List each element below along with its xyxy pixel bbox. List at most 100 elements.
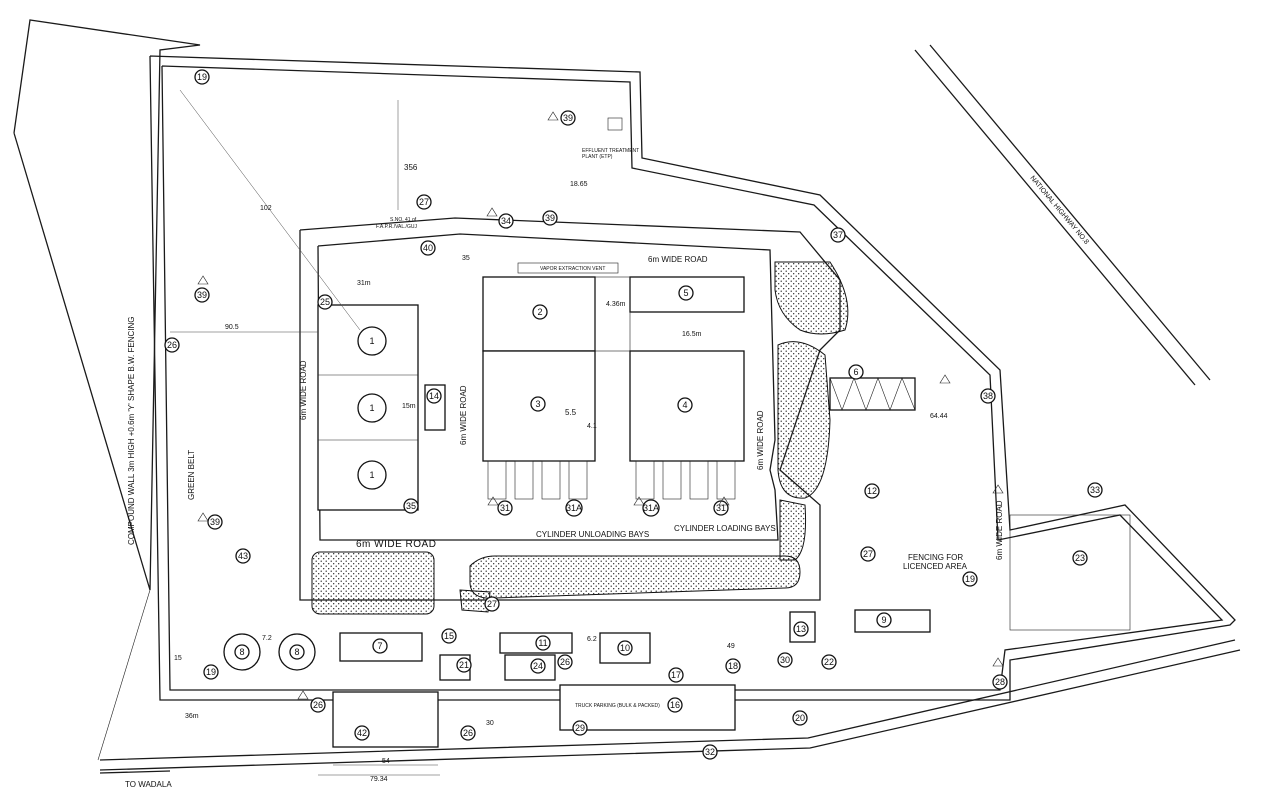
callout-26c: 26 xyxy=(460,725,476,741)
label-survey2: F.A.P.R./VAL./GUJ xyxy=(376,224,417,230)
building-7 xyxy=(339,632,423,662)
vapor-vent xyxy=(517,262,619,274)
callout-39d: 39 xyxy=(542,210,558,226)
hatch-area-south-west xyxy=(311,551,435,615)
svg-text:4: 4 xyxy=(682,400,687,410)
callout-2: 2 xyxy=(532,304,548,320)
callout-9: 9 xyxy=(876,612,892,628)
callout-31d: 31 xyxy=(713,500,729,516)
svg-text:39: 39 xyxy=(545,213,555,223)
svg-text:34: 34 xyxy=(501,216,511,226)
callout-23: 23 xyxy=(1072,550,1088,566)
callout-10: 10 xyxy=(617,640,633,656)
callout-25: 25 xyxy=(317,294,333,310)
svg-text:20: 20 xyxy=(795,713,805,723)
callout-16: 16 xyxy=(667,697,683,713)
callout-17: 17 xyxy=(668,667,684,683)
callout-34: 34 xyxy=(498,213,514,229)
label-green-belt: GREEN BELT xyxy=(187,450,196,500)
dim-49: 49 xyxy=(727,643,735,650)
callout-19c: 19 xyxy=(962,571,978,587)
svg-text:26: 26 xyxy=(167,340,177,350)
label-road-west: 6m WIDE ROAD xyxy=(299,360,308,420)
svg-text:26: 26 xyxy=(313,700,323,710)
dim-15: 15 xyxy=(174,655,182,662)
dim-4-1: 4.1 xyxy=(587,423,597,430)
building-24 xyxy=(504,654,556,681)
dim-54: 54 xyxy=(382,758,390,765)
label-unloading-bays: CYLINDER UNLOADING BAYS xyxy=(536,530,649,539)
callout-11: 11 xyxy=(535,635,551,651)
svg-text:11: 11 xyxy=(538,638,547,648)
svg-text:35: 35 xyxy=(406,501,416,511)
gantry-6 xyxy=(829,377,916,411)
svg-text:13: 13 xyxy=(796,624,806,634)
callout-21: 21 xyxy=(456,657,472,673)
svg-text:23: 23 xyxy=(1075,553,1085,563)
svg-text:8: 8 xyxy=(239,647,244,657)
svg-text:27: 27 xyxy=(419,197,429,207)
warning-triangle-icons xyxy=(197,111,1004,700)
callout-8b: 8 xyxy=(289,644,305,660)
svg-text:19: 19 xyxy=(965,574,975,584)
svg-text:15: 15 xyxy=(444,631,454,641)
callout-13: 13 xyxy=(793,621,809,637)
svg-text:37: 37 xyxy=(833,230,843,240)
callout-32: 32 xyxy=(702,744,718,760)
callout-28: 28 xyxy=(992,674,1008,690)
svg-text:26: 26 xyxy=(463,728,473,738)
svg-text:17: 17 xyxy=(671,670,681,680)
svg-text:19: 19 xyxy=(197,72,207,82)
dim-35: 35 xyxy=(462,255,470,262)
truck-parking xyxy=(559,684,736,731)
dim-16-5m: 16.5m xyxy=(682,331,702,338)
label-road-north: 6m WIDE ROAD xyxy=(648,255,708,264)
callout-26b: 26 xyxy=(310,697,326,713)
svg-text:31: 31 xyxy=(500,503,510,513)
label-to-wadala: TO WADALA xyxy=(125,780,172,789)
highway-edge-a xyxy=(914,49,1196,386)
callout-31a: 31 xyxy=(497,500,513,516)
label-loading-bays: CYLINDER LOADING BAYS xyxy=(674,524,776,533)
callout-37: 37 xyxy=(830,227,846,243)
svg-text:39: 39 xyxy=(210,517,220,527)
svg-text:43: 43 xyxy=(238,551,248,561)
svg-text:22: 22 xyxy=(824,657,834,667)
svg-text:21: 21 xyxy=(459,660,469,670)
svg-text:9: 9 xyxy=(881,615,886,625)
shed-link xyxy=(594,276,631,352)
callout-39b: 39 xyxy=(207,514,223,530)
svg-text:25: 25 xyxy=(320,297,330,307)
hatch-area-east-top xyxy=(774,261,849,335)
dim-6-2: 6.2 xyxy=(587,636,597,643)
svg-text:31: 31 xyxy=(716,503,726,513)
internal-road-inner xyxy=(317,233,779,541)
svg-text:12: 12 xyxy=(867,486,877,496)
dim-15m: 15m xyxy=(402,403,416,410)
dim-5-5: 5.5 xyxy=(565,408,577,417)
svg-text:39: 39 xyxy=(563,113,573,123)
svg-text:28: 28 xyxy=(995,677,1005,687)
svg-text:31A: 31A xyxy=(566,503,582,513)
callout-31b: 31A xyxy=(565,499,583,517)
svg-text:27: 27 xyxy=(863,549,873,559)
callout-14: 14 xyxy=(426,388,442,404)
svg-text:39: 39 xyxy=(197,290,207,300)
svg-text:42: 42 xyxy=(357,728,367,738)
dim-356: 356 xyxy=(404,163,418,172)
callout-24: 24 xyxy=(530,658,546,674)
unloading-bays xyxy=(487,460,588,500)
callout-33: 33 xyxy=(1087,482,1103,498)
highway-edge-b xyxy=(929,44,1211,381)
svg-text:10: 10 xyxy=(620,643,630,653)
svg-text:6: 6 xyxy=(853,367,858,377)
svg-text:1: 1 xyxy=(369,470,374,480)
callout-19a: 19 xyxy=(194,69,210,85)
label-road-inner: 6m WIDE ROAD xyxy=(356,539,436,550)
callout-1c: 1 xyxy=(357,460,387,490)
callout-22: 22 xyxy=(821,654,837,670)
neighbour-plot-boundary xyxy=(13,19,201,591)
callout-42: 42 xyxy=(354,725,370,741)
svg-text:24: 24 xyxy=(533,661,543,671)
callout-4: 4 xyxy=(677,397,693,413)
